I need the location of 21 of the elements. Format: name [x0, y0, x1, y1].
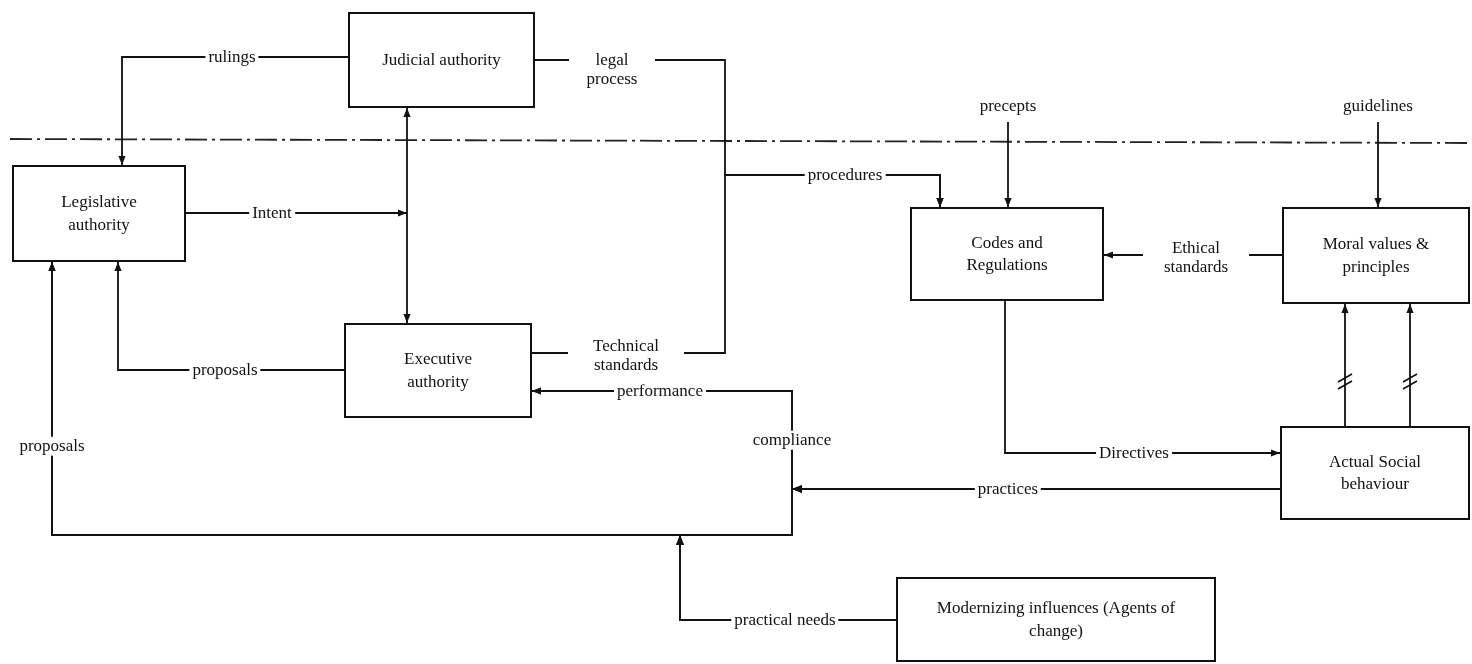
edge-label: guidelines [1340, 96, 1416, 116]
box-label: Moral values & principles [1321, 233, 1431, 278]
process-box [1280, 426, 1470, 520]
edge-label: rulings [205, 47, 259, 67]
process-box [1282, 207, 1470, 304]
edge-label: proposals [189, 360, 261, 380]
box-label: Codes and Regulations [965, 231, 1049, 276]
process-box [344, 323, 532, 418]
box-label: Actual Social behaviour [1327, 450, 1423, 495]
box-label: Legislative authority [60, 191, 138, 236]
process-box [348, 12, 535, 108]
edge-label: practical needs [731, 610, 839, 630]
process-box [896, 577, 1216, 662]
box-label: Modernizing influences (Agents of change) [935, 597, 1177, 642]
process-box [12, 165, 186, 262]
flow-label: procedures [804, 165, 886, 185]
process-box [910, 207, 1104, 301]
box-label: Executive authority [403, 348, 473, 393]
box-label: Judicial authority [382, 48, 501, 71]
edge-label: legal process [569, 51, 655, 89]
flow-label: performance [614, 381, 706, 401]
